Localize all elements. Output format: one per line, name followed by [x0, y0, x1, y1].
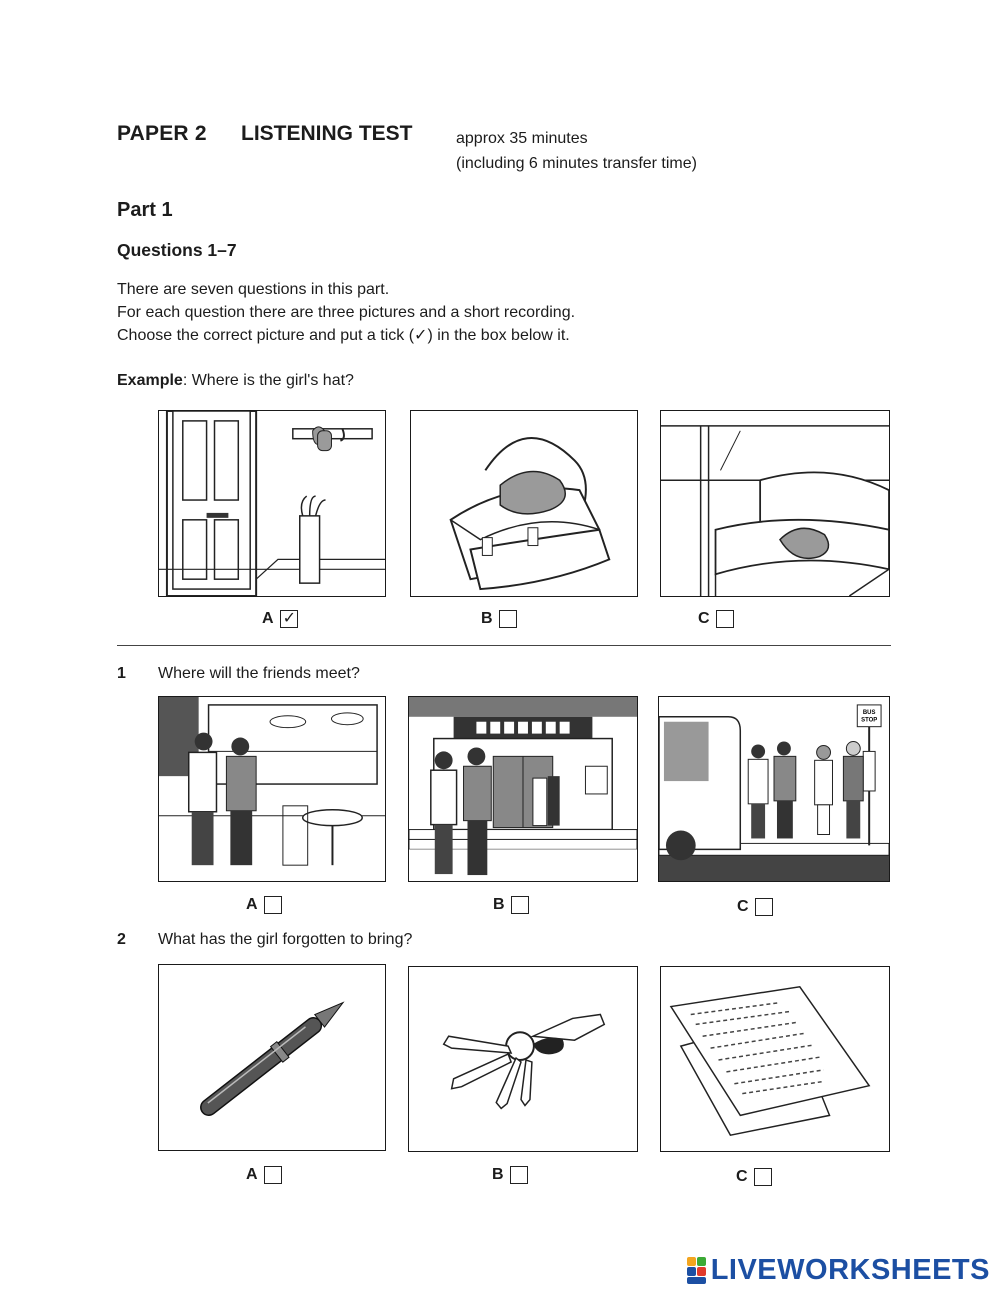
option-letter: C: [737, 898, 749, 915]
example-picture-a-hallway: [158, 410, 386, 597]
paper-number: PAPER 2: [117, 122, 207, 145]
q1-picture-a-cafe: [158, 696, 386, 882]
example-option-a[interactable]: A ✓: [262, 610, 298, 628]
instruction-line: There are seven questions in this part.: [117, 281, 390, 298]
option-checkbox[interactable]: ✓: [279, 610, 298, 628]
tick-mark: ✓: [282, 610, 296, 627]
example-text: : Where is the girl's hat?: [182, 372, 354, 389]
q1-picture-c-bus-stop: BUS STOP: [658, 696, 890, 882]
test-duration: approx 35 minutes: [456, 130, 588, 147]
option-checkbox[interactable]: [263, 896, 282, 914]
option-letter: C: [698, 610, 710, 627]
bus-stop-sign: BUS: [863, 710, 876, 716]
question-number: 2: [117, 931, 126, 948]
example-label: Example: [117, 372, 183, 389]
example-option-b[interactable]: B: [481, 610, 517, 628]
transfer-note: (including 6 minutes transfer time): [456, 155, 697, 172]
instruction-line: For each question there are three pictur…: [117, 304, 576, 321]
q1-option-b[interactable]: B: [493, 896, 529, 914]
option-checkbox[interactable]: [509, 1166, 528, 1184]
q1-picture-b-cinema: [408, 696, 638, 882]
option-checkbox[interactable]: [510, 896, 529, 914]
option-letter: B: [481, 610, 493, 627]
q2-picture-c-papers: [660, 966, 890, 1152]
q2-option-a[interactable]: A: [246, 1166, 282, 1184]
liveworksheets-brand: LIVEWORKSHEETS: [710, 1254, 990, 1286]
option-checkbox[interactable]: [498, 610, 517, 628]
example-option-c[interactable]: C: [698, 610, 734, 628]
divider: [117, 645, 891, 646]
option-letter: A: [246, 1166, 258, 1183]
option-letter: C: [736, 1168, 748, 1185]
question-text: What has the girl forgotten to bring?: [158, 931, 413, 948]
q2-option-c[interactable]: C: [736, 1168, 772, 1186]
option-letter: A: [262, 610, 274, 627]
option-checkbox[interactable]: [715, 610, 734, 628]
question-number: 1: [117, 665, 126, 682]
option-letter: B: [492, 1166, 504, 1183]
q1-option-a[interactable]: A: [246, 896, 282, 914]
example-question: Example: Where is the girl's hat?: [117, 372, 354, 390]
option-checkbox[interactable]: [754, 898, 773, 916]
q2-option-b[interactable]: B: [492, 1166, 528, 1184]
instruction-line: Choose the correct picture and put a tic…: [117, 327, 570, 344]
option-checkbox[interactable]: [263, 1166, 282, 1184]
liveworksheets-logo[interactable]: LIVEWORKSHEETS: [686, 1254, 990, 1287]
part-heading: Part 1: [117, 199, 173, 221]
option-checkbox[interactable]: [753, 1168, 772, 1186]
question-text: Where will the friends meet?: [158, 665, 360, 682]
test-title: LISTENING TEST: [241, 122, 413, 145]
q1-option-c[interactable]: C: [737, 898, 773, 916]
liveworksheets-logo-icon: [686, 1256, 707, 1285]
option-letter: A: [246, 896, 258, 913]
example-picture-b-bag: [410, 410, 638, 597]
example-picture-c-bus-seat: [660, 410, 890, 597]
svg-text:STOP: STOP: [861, 718, 877, 724]
questions-heading: Questions 1–7: [117, 240, 237, 260]
q2-picture-a-pen: [158, 964, 386, 1151]
option-letter: B: [493, 896, 505, 913]
q2-picture-b-keys: [408, 966, 638, 1152]
